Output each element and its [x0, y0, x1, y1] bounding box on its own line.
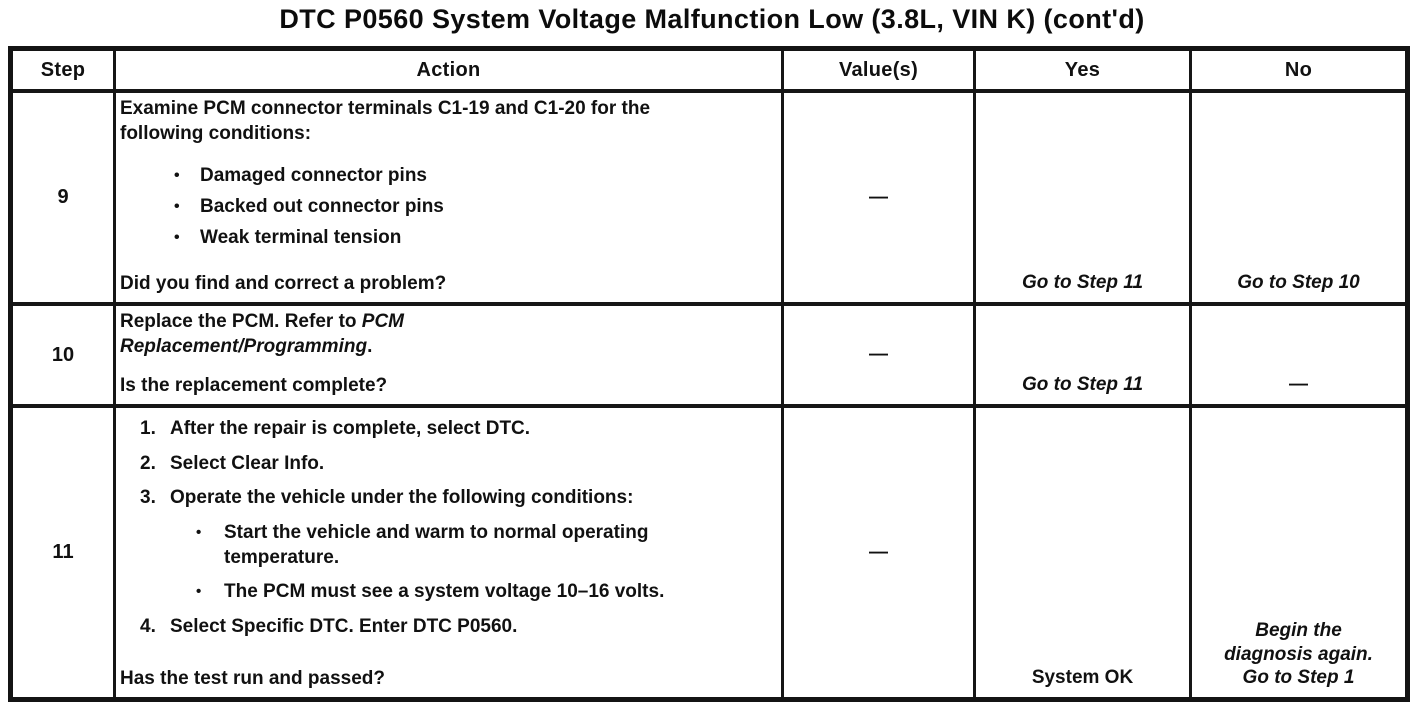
list-text: After the repair is complete, select DTC…	[170, 418, 531, 439]
list-text: Select Specific DTC. Enter DTC P0560.	[170, 616, 518, 638]
result-text: System OK	[1031, 667, 1134, 689]
goto-line: Go to Step 1	[1242, 667, 1355, 689]
bullet-icon: •	[174, 198, 180, 216]
list-number: 4.	[140, 616, 156, 638]
row10-question: Is the replacement complete?	[120, 375, 388, 397]
header-cell-no: No	[1189, 51, 1405, 89]
list-item: 1. After the repair is complete, select …	[140, 417, 775, 442]
bullet-text: Damaged connector pins	[200, 165, 427, 187]
header-cell-yes: Yes	[973, 51, 1189, 89]
bullet-text: Start the vehicle and warm to normal ope…	[224, 522, 649, 568]
row10-yes-cell: Go to Step 11	[973, 302, 1189, 404]
header-cell-step: Step	[13, 51, 113, 89]
row9-action-cell: Examine PCM connector terminals C1-19 an…	[113, 89, 781, 302]
row11-value-cell: —	[781, 404, 973, 697]
manual-reference: PCM	[361, 311, 405, 332]
list-item: • Damaged connector pins	[174, 164, 775, 189]
page-title: DTC P0560 System Voltage Malfunction Low…	[279, 4, 1145, 34]
list-number: 3.	[140, 487, 156, 509]
bullet-icon: •	[196, 524, 202, 542]
goto-reference: Go to Step 11	[1021, 374, 1144, 396]
list-text: Operate the vehicle under the following …	[170, 487, 634, 509]
header-cell-values: Value(s)	[781, 51, 973, 89]
header-cell-action: Action	[113, 51, 781, 89]
list-item: • Backed out connector pins	[174, 195, 775, 220]
bullet-icon: •	[174, 167, 180, 185]
intro-text: .	[367, 335, 373, 357]
row10-step-number: 10	[13, 302, 113, 404]
row11-step-number: 11	[13, 404, 113, 697]
bullet-text: Weak terminal tension	[200, 226, 402, 248]
row9-bullet-list: • Damaged connector pins • Backed out co…	[120, 158, 775, 256]
row9-action-intro: Examine PCM connector terminals C1-19 an…	[120, 98, 651, 144]
row9-question: Did you find and correct a problem?	[120, 273, 447, 295]
list-number: 1.	[140, 418, 156, 439]
bullet-text: Backed out connector pins	[200, 196, 444, 218]
list-text: Select Clear Info.	[170, 452, 325, 474]
list-item: • The PCM must see a system voltage 10–1…	[196, 580, 775, 605]
row9-yes-cell: Go to Step 11	[973, 89, 1189, 302]
bullet-icon: •	[174, 228, 180, 246]
list-item: • Start the vehicle and warm to normal o…	[196, 521, 775, 570]
list-item: 4. Select Specific DTC. Enter DTC P0560.	[140, 615, 775, 640]
goto-reference: Go to Step 11	[1021, 272, 1144, 294]
bullet-text: The PCM must see a system voltage 10–16 …	[224, 581, 665, 603]
goto-reference: Go to Step 10	[1237, 272, 1360, 294]
row9-step-number: 9	[13, 89, 113, 302]
intro-text: Replace the PCM. Refer to	[120, 311, 362, 332]
bullet-icon: •	[196, 583, 202, 601]
list-number: 2.	[140, 452, 156, 474]
row9-value-cell: —	[781, 89, 973, 302]
diagnostic-table: Step Action Value(s) Yes No 9 Examine PC…	[8, 46, 1410, 702]
manual-reference: Replacement/Programming	[120, 335, 368, 357]
row10-value-cell: —	[781, 302, 973, 404]
row9-no-cell: Go to Step 10	[1189, 89, 1405, 302]
goto-line: Begin the	[1255, 619, 1342, 641]
row11-question: Has the test run and passed?	[120, 668, 386, 690]
row11-action-cell: 1. After the repair is complete, select …	[113, 404, 781, 697]
list-item: • Weak terminal tension	[174, 226, 775, 251]
row11-yes-cell: System OK	[973, 404, 1189, 697]
row10-action-intro: Replace the PCM. Refer to PCM Replacement…	[120, 310, 672, 359]
row10-action-cell: Replace the PCM. Refer to PCM Replacement…	[113, 302, 781, 404]
list-item: 2. Select Clear Info.	[140, 452, 775, 477]
goto-line: diagnosis again.	[1224, 643, 1373, 665]
row10-no-cell: —	[1189, 302, 1405, 404]
list-item: 3. Operate the vehicle under the followi…	[140, 486, 775, 511]
dash-value: —	[1289, 374, 1308, 396]
